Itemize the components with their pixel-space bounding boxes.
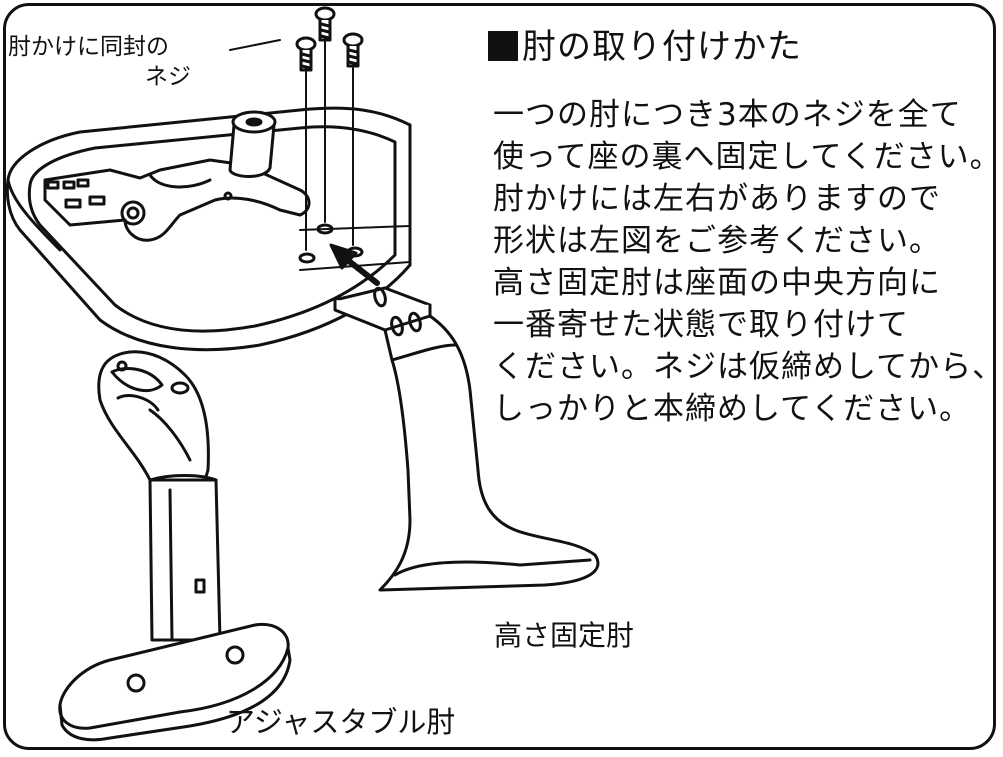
instruction-line: 肘かけには左右がありますので (493, 181, 941, 217)
screw-icon (342, 32, 364, 258)
arrow-icon (329, 243, 380, 286)
instruction-line: しっかりと本締めしてください。 (493, 391, 972, 427)
screw-icon (295, 36, 317, 264)
diagram-frame (3, 3, 996, 750)
screw-label-line-1: 肘かけに同封の (8, 34, 169, 60)
section-title: 肘の取り付けかた (488, 24, 802, 70)
instruction-line: 使って座の裏へ固定してください。 (493, 139, 1002, 175)
screw-icon (314, 6, 336, 235)
instruction-line: 一番寄せた状態で取り付けて (493, 307, 909, 343)
instruction-line: ください。ネジは仮締めしてから、 (493, 349, 1003, 385)
instruction-line: 一つの肘につき3本のネジを全て (493, 97, 962, 133)
square-bullet-icon (488, 31, 518, 61)
fixed-armrest-label: 高さ固定肘 (494, 619, 635, 652)
instruction-line: 形状は左図をご参考ください。 (493, 223, 941, 259)
section-title-text: 肘の取り付けかた (522, 27, 802, 67)
screw-label: 肘かけに同封の ネジ (8, 32, 191, 92)
fixed-armrest (333, 286, 600, 592)
instructions: 一つの肘につき3本のネジを全て 使って座の裏へ固定してください。 肘かけには左右… (493, 94, 1003, 430)
screw-label-line-2: ネジ (145, 64, 191, 90)
adjustable-armrest (58, 350, 292, 742)
adjustable-armrest-label: アジャスタブル肘 (226, 705, 456, 739)
leader-line (229, 39, 281, 51)
instruction-line: 高さ固定肘は座面の中央方向に (493, 265, 941, 301)
seat-bracket (43, 110, 311, 242)
